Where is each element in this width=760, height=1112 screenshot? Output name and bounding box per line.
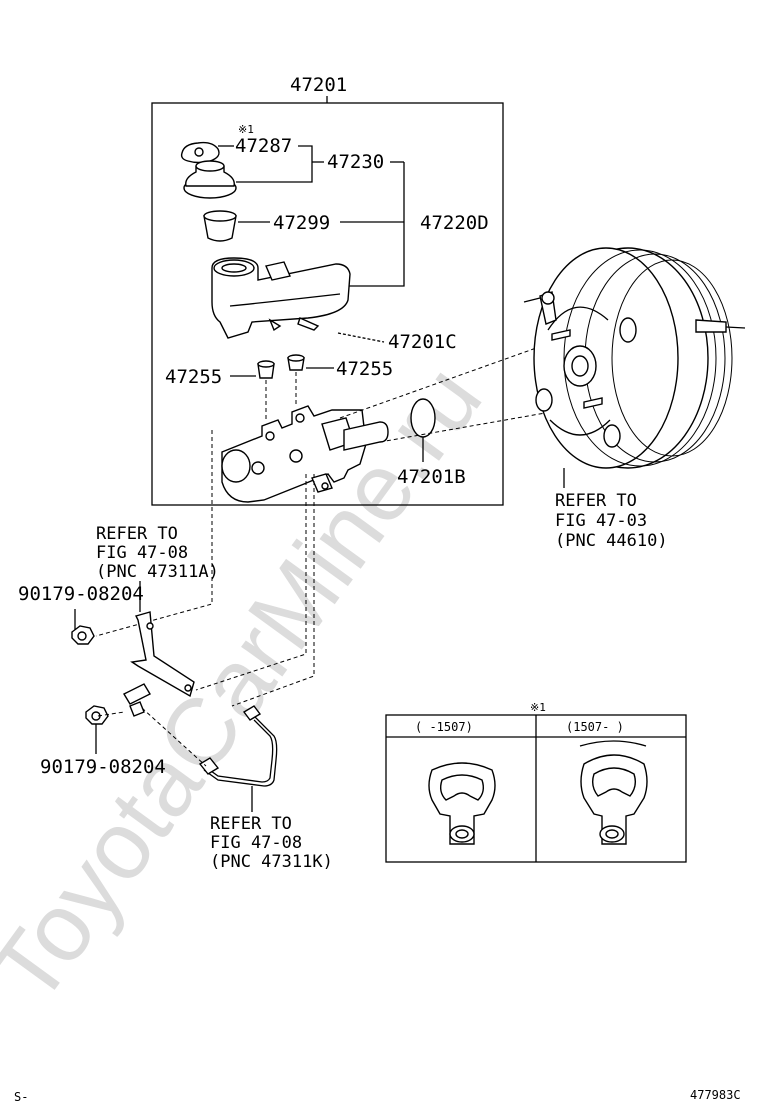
reservoir-part (211, 257, 351, 339)
leader-47220D (338, 162, 405, 287)
mark-47287: ※1 (238, 123, 254, 136)
tube-ref-line3: (PNC 47311K) (210, 852, 333, 872)
label-nut-upper: 90179-08204 (18, 583, 144, 605)
label-47299: 47299 (273, 212, 330, 234)
guide-upper-nut (95, 430, 213, 637)
brake-tube-part (198, 705, 278, 787)
assembly-label: 47201 (290, 74, 347, 96)
tube-ref-line1: REFER TO (210, 814, 292, 834)
leader-47230-a (236, 145, 313, 183)
gasket-variant-new (579, 740, 648, 845)
inset-col-left-header: ( -1507) (415, 720, 473, 734)
label-47230: 47230 (327, 151, 384, 173)
label-47287: 47287 (235, 135, 292, 157)
footer-left-code: S- (14, 1090, 28, 1104)
label-47201B: 47201B (397, 466, 466, 488)
figure-code: 477983C (690, 1088, 741, 1102)
guide-tube (231, 474, 315, 707)
nut-lower-part (85, 705, 109, 725)
guide-to-booster-top (339, 341, 554, 419)
booster-ref-line3: (PNC 44610) (555, 531, 668, 551)
guide-nut-lower (97, 711, 125, 717)
booster-ref-line1: REFER TO (555, 491, 637, 511)
master-cylinder-part (221, 405, 389, 503)
grommet-right-part (287, 354, 305, 371)
inset-col-right-header: (1507- ) (566, 720, 624, 734)
tube-ref-line2: FIG 47-08 (210, 833, 302, 853)
gasket-variant-old (428, 762, 496, 845)
brake-booster-part (523, 247, 746, 469)
booster-ref-line2: FIG 47-03 (555, 511, 647, 531)
cap-gasket-part (180, 141, 220, 164)
nut-upper-part (71, 625, 95, 645)
strainer-part (203, 210, 237, 242)
bracket-ref-line2: FIG 47-08 (96, 543, 188, 563)
label-47255-right: 47255 (336, 358, 393, 380)
inset-mark: ※1 (530, 701, 546, 714)
grommet-left-part (257, 360, 275, 379)
o-ring-part (410, 398, 436, 438)
pin-part (337, 332, 385, 343)
guide-tube-lower (141, 707, 207, 767)
label-47201C: 47201C (388, 331, 457, 353)
guide-bracket (195, 474, 307, 691)
bracket-ref-line3: (PNC 47311A) (96, 562, 219, 582)
label-nut-lower: 90179-08204 (40, 756, 166, 778)
reservoir-cap-part (183, 160, 237, 199)
bracket-ref-line1: REFER TO (96, 524, 178, 544)
label-47220D: 47220D (420, 212, 489, 234)
bracket-part (123, 611, 195, 717)
label-47255-left: 47255 (165, 366, 222, 388)
